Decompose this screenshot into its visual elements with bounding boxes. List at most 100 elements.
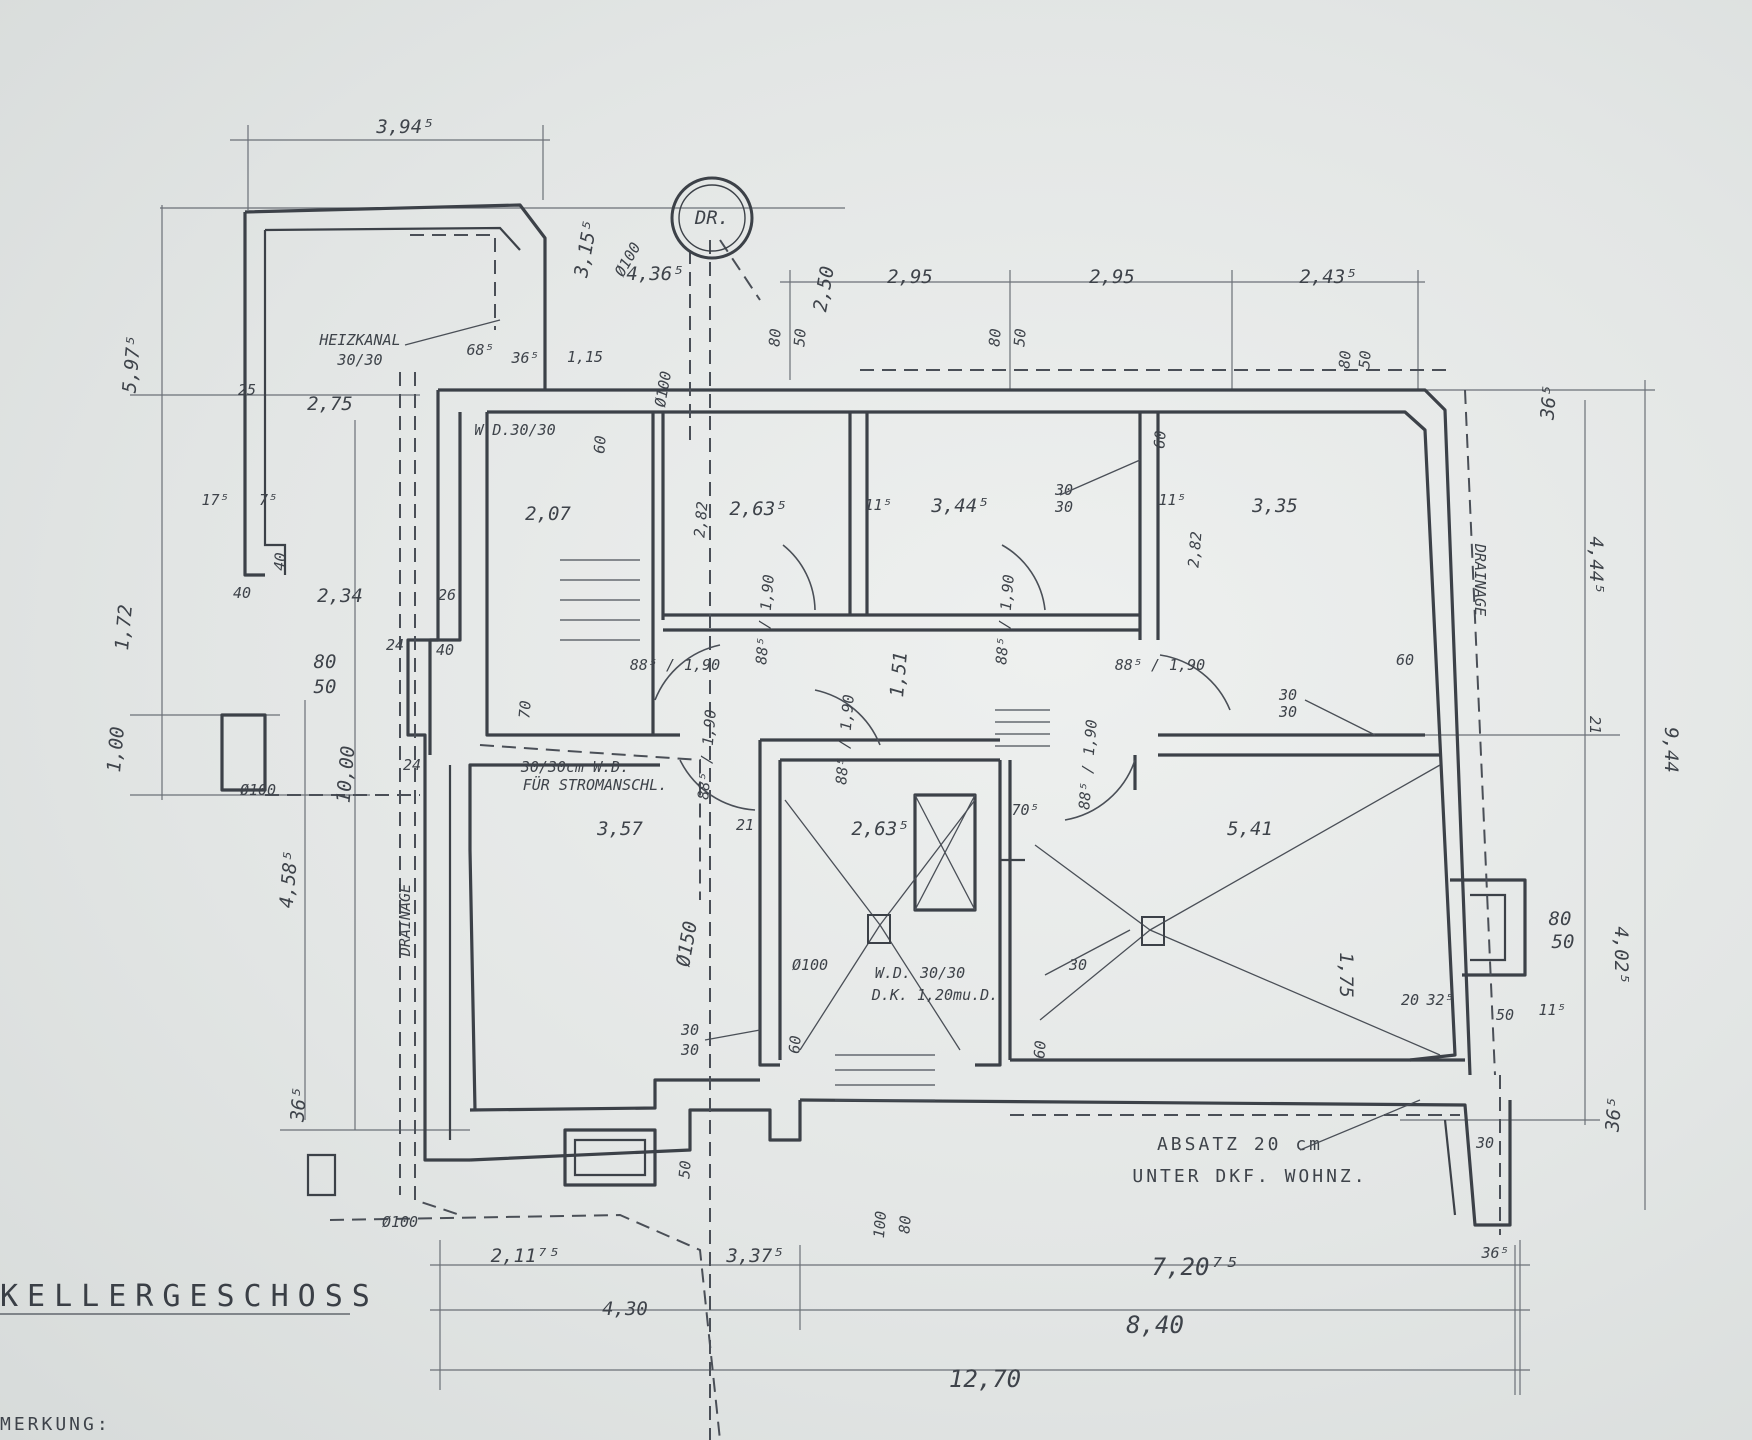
- small-dim-43: 32⁵: [1425, 991, 1453, 1009]
- small-dim-8: 50: [314, 676, 337, 698]
- room-4-width: 3,35: [1251, 495, 1298, 517]
- drawing-title: KELLERGESCHOSS: [0, 1279, 379, 1314]
- small-dim-31: 11⁵: [1158, 491, 1185, 509]
- dim-bottom-2: 3,37⁵: [725, 1245, 783, 1267]
- dim-right-3: 9,44: [1660, 727, 1682, 773]
- vent-lines: [784, 764, 1441, 1056]
- small-dim-24: 36⁵: [510, 349, 538, 367]
- small-dim-9: 60: [590, 435, 610, 455]
- door-label-5: 88⁵ / 1,90: [694, 709, 720, 801]
- stairs: [560, 559, 1050, 1101]
- small-dim-20: 7⁵: [259, 491, 277, 509]
- dim-left-5: 4,58⁵: [276, 850, 303, 909]
- small-dim-40: 100: [870, 1210, 890, 1239]
- dim-bottom-6: 12,70: [949, 1365, 1021, 1393]
- small-dim-7: 80: [314, 651, 337, 673]
- small-dim-3: 80: [985, 328, 1005, 348]
- drainage-left-label: DRAINAGE: [396, 884, 414, 957]
- room-2-height: 2,82: [690, 501, 711, 539]
- small-wd-label: W.D.30/30: [474, 421, 555, 439]
- dim-right-8: 50: [1552, 931, 1575, 953]
- small-dim-23: 68⁵: [466, 341, 493, 359]
- small-dim-37: 30: [680, 1041, 699, 1059]
- small-dim-39: 50: [675, 1160, 695, 1180]
- room-stair-width: 2,07: [525, 503, 571, 525]
- wall-breakthrough-size: D.K. 1,20mu.D.: [871, 986, 998, 1004]
- cable-duct-purpose: FÜR STROMANSCHL.: [523, 775, 668, 794]
- dim-bottom-5: 8,40: [1126, 1311, 1184, 1339]
- small-dim-44: 50: [1496, 1006, 1514, 1024]
- door-label-1: 88⁵ / 1,90: [752, 574, 778, 666]
- small-dim-30: 11⁵: [864, 496, 891, 514]
- small-dim-21: 40: [270, 552, 290, 572]
- dim-top-3: 2,95: [887, 266, 933, 288]
- manhole-symbol: DR.: [670, 176, 754, 260]
- title-block: KELLERGESCHOSS MERKUNG:: [0, 1279, 379, 1435]
- door-swings: [654, 544, 1231, 821]
- room-2-width: 2,63⁵: [729, 498, 786, 520]
- dim-right-7: 80: [1549, 908, 1572, 930]
- room-5-width: 3,57: [596, 818, 643, 840]
- dim-bottom-3: 7,20⁷⁵: [1152, 1253, 1239, 1281]
- door-label-6: 88⁵ / 1,90: [832, 694, 858, 786]
- dim-right-5: 4,02⁵: [1610, 926, 1632, 983]
- dim-top-7: 2,50: [809, 265, 839, 314]
- wall-breakthrough-label: W.D. 30/30: [875, 964, 965, 982]
- room-9-width: 2,34: [317, 585, 363, 607]
- drainage-lines: [265, 234, 1501, 1440]
- small-dim-1: 80: [1335, 350, 1355, 370]
- small-dim-45: 11⁵: [1538, 1001, 1565, 1019]
- labels: 3,94⁵ 4,36⁵ 2,95 2,95 2,43⁵ 3,15⁵ 2,50 5…: [103, 116, 1682, 1393]
- small-dim-32: 30: [1068, 956, 1087, 974]
- walls: [220, 203, 1527, 1227]
- dimension-lines: [130, 125, 1655, 1395]
- dim-right-1: 36⁵: [1536, 384, 1561, 421]
- small-dim-11: 60: [1396, 651, 1414, 669]
- small-dim-6: 50: [790, 328, 810, 348]
- small-dim-25: 30: [1054, 481, 1073, 499]
- dim-right-2: 4,44⁵: [1585, 536, 1607, 593]
- dim-right-4: 21: [1586, 716, 1604, 734]
- small-dim-4: 50: [1010, 328, 1030, 348]
- small-dim-14: 25: [238, 381, 256, 399]
- small-dim-10: 60: [1150, 430, 1170, 450]
- small-dim-17: 40: [436, 641, 454, 659]
- pipe-label-4: Ø100: [792, 956, 828, 974]
- dim-left-2: 1,72: [111, 604, 137, 652]
- small-dim-16: 26: [438, 586, 456, 604]
- pipe-label-3: Ø100: [382, 1213, 418, 1231]
- small-dim-46: 36⁵: [1480, 1244, 1508, 1262]
- dim-bottom-1: 2,11⁷⁵: [491, 1245, 560, 1267]
- room-3-width: 3,44⁵: [930, 495, 988, 517]
- small-dim-29: 70⁵: [1011, 801, 1038, 819]
- pipe-label-6: Ø150: [672, 920, 702, 969]
- small-dim-12: 60: [785, 1035, 805, 1055]
- dim-left-3: 1,00: [103, 726, 129, 774]
- dim-top-2: 4,36⁵: [626, 263, 683, 285]
- small-dim-18: 24: [386, 636, 404, 654]
- small-dim-19: 17⁵: [201, 491, 228, 509]
- small-dim-5: 80: [765, 328, 785, 348]
- room-7-width: 5,41: [1227, 818, 1273, 840]
- small-dim-35: 1,51: [886, 651, 912, 699]
- dim-left-1: 5,97⁵: [119, 335, 146, 394]
- room-7-height: 1,75: [1335, 952, 1357, 998]
- cable-duct-label: 30/30cm W.D.: [520, 758, 629, 776]
- small-dim-42: 20: [1401, 991, 1419, 1009]
- small-dim-22: 1,15: [567, 348, 603, 366]
- door-label-4: 88⁵ / 1,90: [1115, 656, 1205, 674]
- room-8-width: 2,75: [307, 393, 353, 415]
- small-dim-38: 70: [515, 700, 535, 720]
- small-dim-28: 30: [1278, 703, 1297, 721]
- small-dim-34: 24: [403, 756, 421, 774]
- pipe-label-2: Ø100: [240, 781, 276, 799]
- leader-lines: [404, 319, 1421, 1151]
- dim-top-4: 2,95: [1089, 266, 1135, 288]
- dim-top-1: 3,94⁵: [375, 116, 433, 138]
- manhole-label: DR.: [694, 207, 729, 229]
- small-dim-2: 50: [1355, 350, 1375, 370]
- small-dim-36: 30: [680, 1021, 699, 1039]
- room-6-width: 2,63⁵: [851, 818, 908, 840]
- dim-bottom-4: 4,30: [602, 1298, 648, 1320]
